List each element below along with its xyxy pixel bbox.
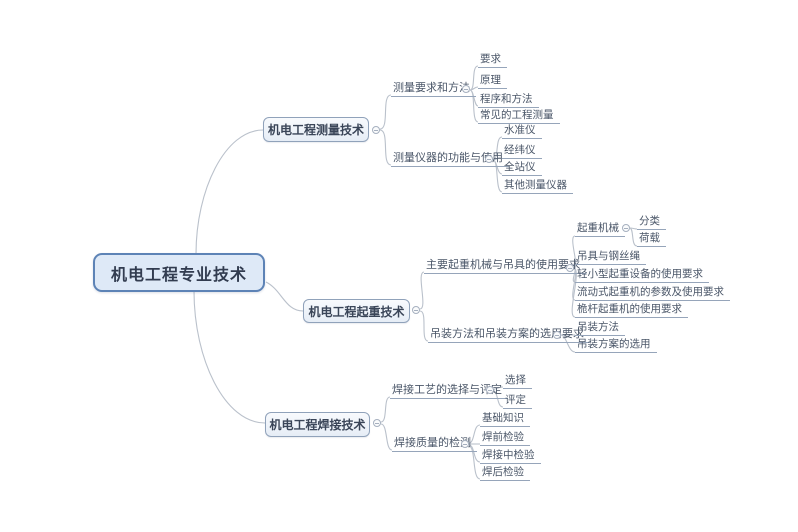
topic-main-lifting-machinery-rigging-requirements[interactable]: 主要起重机械与吊具的使用要求 — [424, 259, 586, 274]
connector-curve — [193, 290, 266, 424]
branch-measurement-tech[interactable]: 机电工程测量技术 — [263, 117, 369, 142]
collapse-icon[interactable] — [553, 331, 561, 339]
subtopic-load[interactable]: 荷载 — [637, 233, 666, 247]
connector-curve — [419, 310, 429, 342]
subtopic-selection[interactable]: 选择 — [503, 375, 532, 389]
collapse-icon[interactable] — [412, 306, 420, 314]
subtopic-post-weld-inspection[interactable]: 焊后检验 — [480, 467, 530, 481]
subtopic-hoisting-scheme-selection[interactable]: 吊装方案的选用 — [575, 339, 657, 353]
subtopic-principle[interactable]: 原理 — [478, 75, 507, 89]
collapse-icon[interactable] — [486, 386, 494, 394]
subtopic-rigging-and-wire-rope[interactable]: 吊具与钢丝绳 — [575, 251, 646, 265]
connector-curve — [419, 271, 425, 310]
subtopic-requirements[interactable]: 要求 — [478, 54, 507, 68]
topic-welding-process-selection-evaluation[interactable]: 焊接工艺的选择与评定 — [390, 384, 508, 399]
connector-curve — [380, 396, 391, 423]
collapse-icon[interactable] — [462, 85, 470, 93]
branch-welding-tech[interactable]: 机电工程焊接技术 — [265, 412, 370, 437]
topic-hoisting-methods-and-scheme-selection[interactable]: 吊装方法和吊装方案的选用要求 — [428, 328, 590, 343]
collapse-icon[interactable] — [566, 264, 574, 272]
branch-lifting-tech[interactable]: 机电工程起重技术 — [303, 299, 410, 323]
connector-curve — [629, 227, 638, 247]
subtopic-procedure-and-methods[interactable]: 程序和方法 — [478, 94, 539, 108]
root-topic[interactable]: 机电工程专业技术 — [93, 253, 265, 292]
connector-curve — [629, 227, 638, 230]
collapse-icon[interactable] — [622, 224, 630, 232]
collapse-icon[interactable] — [461, 440, 469, 448]
connector-curve — [265, 281, 304, 312]
subtopic-level-instrument[interactable]: 水准仪 — [502, 125, 542, 139]
connector-curve — [379, 94, 392, 130]
subtopic-evaluation[interactable]: 评定 — [503, 395, 532, 409]
subtopic-light-small-lifting-equipment[interactable]: 轻小型起重设备的使用要求 — [575, 269, 709, 283]
subtopic-basic-knowledge[interactable]: 基础知识 — [480, 413, 530, 427]
connector-curve — [380, 423, 393, 451]
topic-lifting-machinery[interactable]: 起重机械 — [575, 223, 625, 237]
topic-measure-requirements-and-methods[interactable]: 测量要求和方法 — [391, 82, 476, 97]
collapse-icon[interactable] — [372, 126, 380, 134]
subtopic-total-station[interactable]: 全站仪 — [502, 162, 542, 176]
collapse-icon[interactable] — [485, 155, 493, 163]
subtopic-hoisting-method[interactable]: 吊装方法 — [575, 322, 625, 336]
subtopic-classification[interactable]: 分类 — [637, 216, 666, 230]
topic-instrument-function-and-use[interactable]: 测量仪器的功能与使用 — [391, 152, 509, 167]
subtopic-other-survey-instruments[interactable]: 其他测量仪器 — [502, 180, 573, 194]
connector-curve — [195, 129, 264, 255]
subtopic-theodolite[interactable]: 经纬仪 — [502, 145, 542, 159]
subtopic-pre-weld-inspection[interactable]: 焊前检验 — [480, 432, 530, 446]
subtopic-in-weld-inspection[interactable]: 焊接中检验 — [480, 450, 541, 464]
connector-curve — [379, 129, 392, 166]
topic-welding-quality-inspection[interactable]: 焊接质量的检测 — [392, 437, 477, 452]
subtopic-mobile-crane-parameters[interactable]: 流动式起重机的参数及使用要求 — [575, 287, 730, 301]
subtopic-mast-crane-requirements[interactable]: 桅杆起重机的使用要求 — [575, 304, 688, 318]
subtopic-common-engineering-survey[interactable]: 常见的工程测量 — [478, 110, 560, 124]
collapse-icon[interactable] — [373, 419, 381, 427]
